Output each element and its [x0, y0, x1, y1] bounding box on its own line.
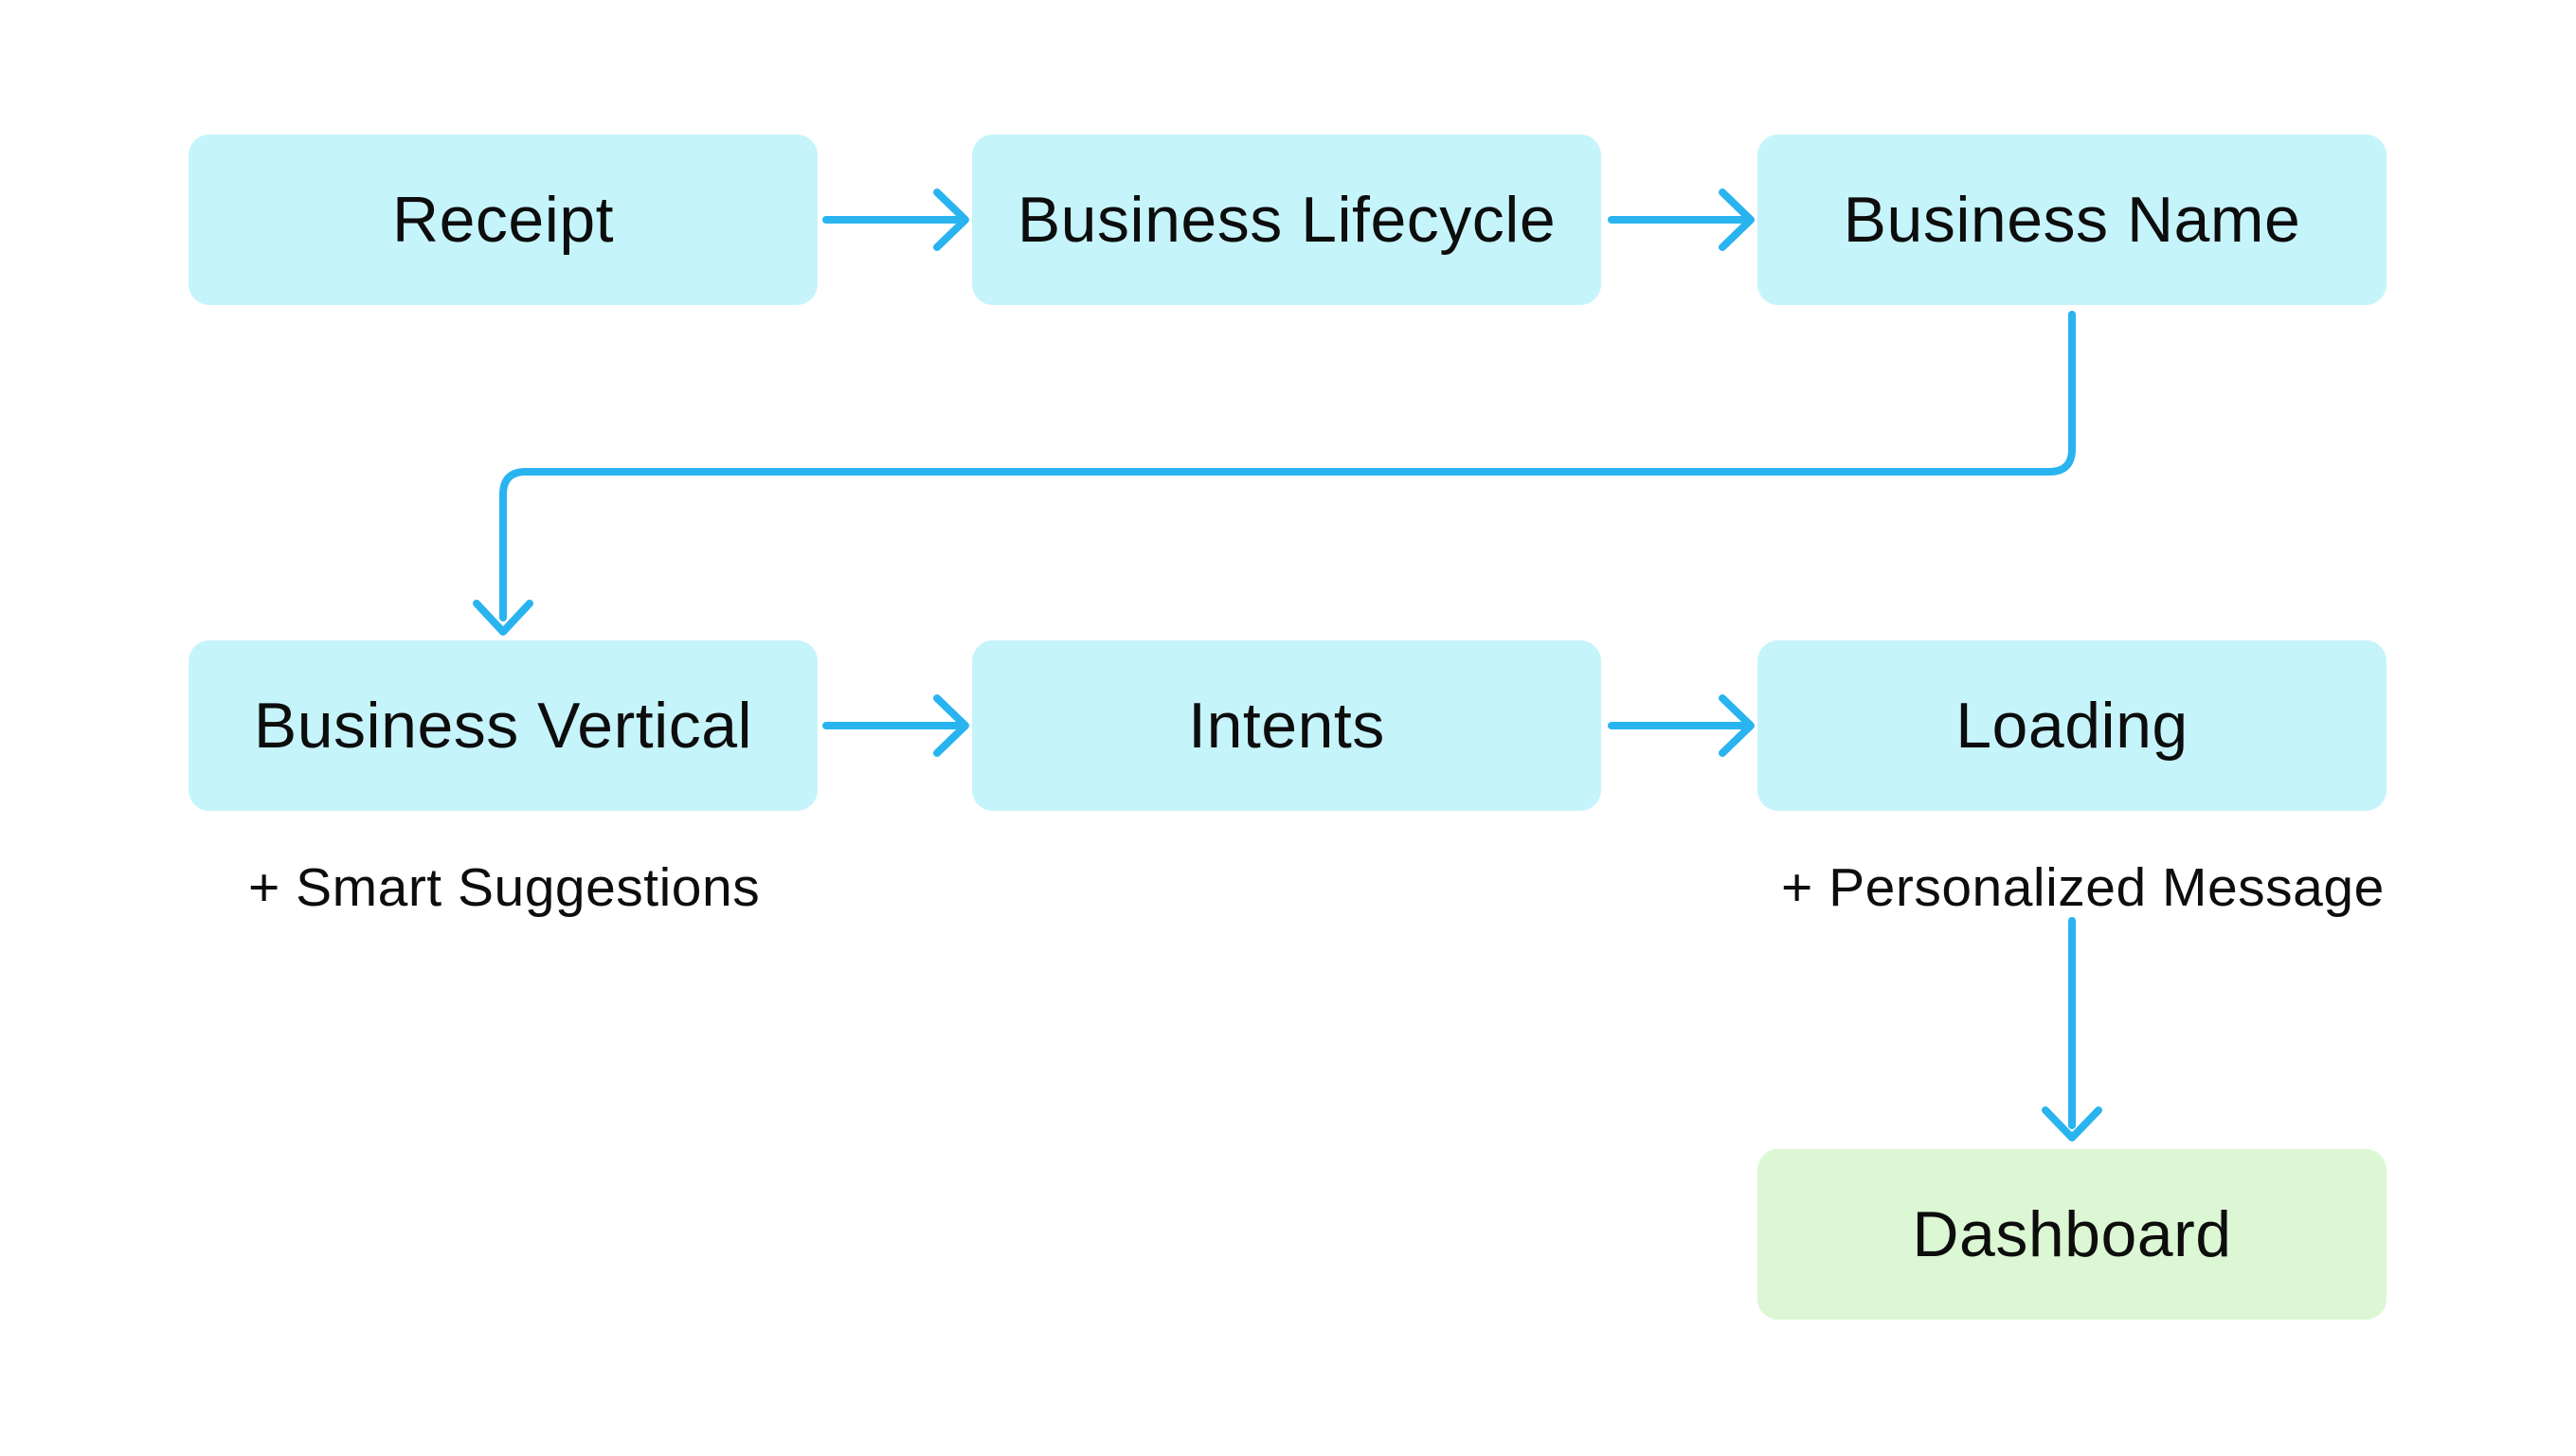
arrow-receipt-to-business-lifecycle	[822, 189, 969, 251]
node-business-name: Business Name	[1757, 135, 2387, 305]
arrow-business-vertical-to-intents	[822, 694, 969, 757]
arrow-loading-to-dashboard	[2042, 917, 2102, 1141]
arrow-business-name-to-business-vertical	[473, 311, 2076, 636]
node-label: Business Vertical	[253, 690, 753, 762]
arrow-business-lifecycle-to-business-name	[1608, 189, 1755, 251]
node-label: Receipt	[391, 184, 615, 256]
node-label: Dashboard	[1912, 1198, 2232, 1270]
node-loading: Loading	[1757, 640, 2387, 811]
arrow-intents-to-loading	[1608, 694, 1755, 757]
node-label: Intents	[1188, 690, 1385, 762]
node-receipt: Receipt	[189, 135, 818, 305]
node-business-lifecycle: Business Lifecycle	[972, 135, 1601, 305]
node-label: Business Lifecycle	[1017, 184, 1557, 256]
node-dashboard: Dashboard	[1757, 1149, 2387, 1320]
annotation-smart-suggestions: + Smart Suggestions	[248, 857, 761, 918]
node-label: Business Name	[1843, 184, 2301, 256]
node-business-vertical: Business Vertical	[189, 640, 818, 811]
node-label: Loading	[1955, 690, 2189, 762]
annotation-personalized-message: + Personalized Message	[1781, 857, 2385, 918]
node-intents: Intents	[972, 640, 1601, 811]
